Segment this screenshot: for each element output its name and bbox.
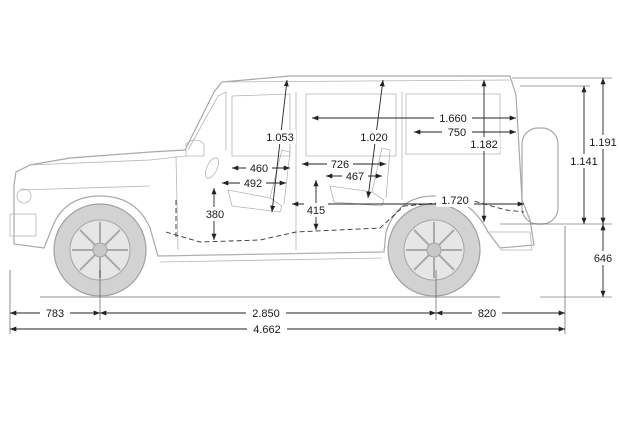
dimension-cargo-width: 750 [414, 125, 516, 139]
front-headroom-label: 1.053 [266, 132, 294, 144]
body-outline [13, 75, 535, 257]
front-wheel [53, 203, 147, 297]
rear-overhang-label: 820 [478, 308, 496, 320]
steering-wheel [205, 157, 219, 179]
dimension-front-legroom-lower: 492 [222, 176, 286, 190]
overall-length-label: 4.662 [253, 324, 281, 336]
vehicle-body [9, 75, 559, 298]
wheel-height-label: 646 [594, 253, 612, 265]
roof-line [221, 79, 511, 83]
middle-window [305, 93, 397, 157]
fender-line [19, 185, 151, 191]
side-mirror [185, 139, 205, 157]
bumper [9, 213, 37, 237]
dimension-rear-overhang: 820 [436, 306, 565, 320]
dimension-front-overhang: 783 [10, 306, 100, 320]
dimension-overall-length: 4.662 [10, 322, 565, 336]
cargo-width-label: 750 [448, 127, 466, 139]
body-height-label: 1.141 [570, 156, 598, 168]
running-board [157, 251, 385, 263]
dimension-rear-headroom: 1.182 [468, 80, 500, 222]
dimension-wheelbase: 2.850 [100, 306, 436, 320]
rear-bumper [488, 231, 533, 251]
floor-outline [165, 199, 525, 243]
dimension-overall-height: 1.191 [588, 78, 618, 224]
middle-headroom-label: 1.020 [360, 132, 388, 144]
dimension-cargo-length: 1.660 [312, 111, 516, 125]
floor-length-label: 1.720 [441, 195, 469, 207]
rear-legroom-upper-label: 726 [331, 159, 349, 171]
windshield [187, 91, 227, 151]
rear-legroom-lower-label: 467 [346, 171, 364, 183]
cargo-length-label: 1.660 [439, 113, 467, 125]
dimension-body-height: 1.141 [568, 86, 599, 224]
dimension-rear-legroom-lower: 467 [326, 169, 382, 183]
overall-height-label: 1.191 [589, 137, 617, 149]
spare-wheel [521, 127, 559, 225]
rear-headroom-label: 1.182 [470, 139, 498, 151]
front-door-edge [175, 155, 179, 251]
front-seat-height-label: 380 [206, 209, 224, 221]
extension-lines [9, 77, 612, 334]
wheelbase-label: 2.850 [252, 308, 280, 320]
dimension-front-seat-height: 380 [203, 188, 227, 240]
rear-wheel [387, 203, 481, 297]
hood-line [29, 155, 187, 166]
rear-seat-height-label: 415 [307, 205, 325, 217]
dimension-wheel-height: 646 [590, 224, 618, 297]
dimension-rear-seat-height: 415 [304, 180, 328, 230]
dimension-front-headroom: 1.053 [264, 79, 296, 213]
front-legroom-upper-label: 460 [250, 163, 268, 175]
front-legroom-lower-label: 492 [244, 178, 262, 190]
dimension-front-legroom-upper: 460 [232, 161, 290, 175]
rear-window [405, 93, 501, 155]
dimension-floor-length: 1.720 [292, 193, 524, 207]
headlight [16, 188, 32, 204]
front-window [231, 93, 291, 157]
front-overhang-label: 783 [46, 308, 64, 320]
dimension-rear-legroom-upper: 726 [302, 157, 386, 171]
